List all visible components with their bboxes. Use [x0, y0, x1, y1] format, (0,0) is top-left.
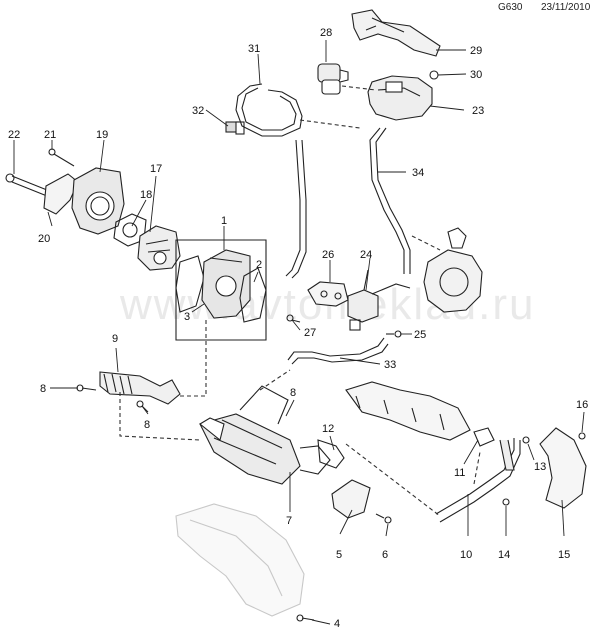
- callout-18: 18: [140, 189, 152, 201]
- exhaust-manifold: [345, 381, 471, 441]
- gasket-3: [175, 255, 205, 313]
- callout-17: 17: [150, 163, 162, 175]
- hose-31: [235, 83, 307, 279]
- callout-23: 23: [472, 105, 484, 117]
- callout-8-right: 8: [290, 387, 296, 399]
- callout-29: 29: [470, 45, 482, 57]
- pipe-10: [435, 438, 521, 523]
- egr-valve-1-box: [175, 239, 267, 341]
- sensor-28: [317, 63, 349, 95]
- callout-32: 32: [192, 105, 204, 117]
- callout-8-left: 8: [40, 383, 46, 395]
- clip-12: [317, 439, 345, 469]
- callout-30: 30: [470, 69, 482, 81]
- diagram-code: G630: [498, 2, 523, 13]
- diagram-date: 23/11/2010: [541, 2, 591, 13]
- bolt-6: [375, 513, 392, 524]
- vacuum-pump: [423, 227, 483, 313]
- callout-31: 31: [248, 43, 260, 55]
- callout-16: 16: [576, 399, 588, 411]
- callout-labels: 1 2 3 4 5 6 7 8 8 8 9 10 11 12 13 14 15 …: [8, 27, 588, 630]
- callout-10: 10: [460, 549, 472, 561]
- hose-34: [369, 127, 411, 274]
- screw-25: [386, 330, 402, 338]
- callout-25: 25: [414, 329, 426, 341]
- callout-13: 13: [534, 461, 546, 473]
- leader-lines: [13, 40, 585, 625]
- bolt-4: [296, 614, 315, 622]
- bracket-15: [539, 427, 587, 509]
- callout-28: 28: [320, 27, 332, 39]
- throttle-body-19: [71, 167, 125, 235]
- nut-30: [429, 70, 439, 80]
- intake-manifold-faded: [175, 503, 305, 617]
- callout-5: 5: [336, 549, 342, 561]
- screw-13: [522, 436, 530, 444]
- callout-33: 33: [384, 359, 396, 371]
- pipe-33: [287, 337, 389, 365]
- screw-14: [502, 498, 510, 506]
- gasket-2: [239, 267, 267, 323]
- callout-20: 20: [38, 233, 50, 245]
- bolt-8-left: [76, 384, 97, 392]
- screw-21: [48, 148, 75, 167]
- callout-21: 21: [44, 129, 56, 141]
- bolt-16: [578, 432, 586, 440]
- callout-27: 27: [304, 327, 316, 339]
- callout-26: 26: [322, 249, 334, 261]
- bracket-26: [307, 281, 349, 307]
- callout-8-mid: 8: [144, 419, 150, 431]
- callout-11: 11: [454, 467, 465, 479]
- vacuum-tank-23: [367, 75, 433, 121]
- callout-2: 2: [256, 259, 262, 271]
- callout-9: 9: [112, 333, 118, 345]
- callout-14: 14: [498, 549, 510, 561]
- callout-19: 19: [96, 129, 108, 141]
- solenoid-24: [347, 269, 411, 331]
- bracket-29: [351, 9, 441, 57]
- dashed-links: [119, 85, 481, 517]
- callout-4: 4: [334, 618, 340, 630]
- heat-shield-5: [331, 479, 371, 519]
- egr-pipe-9: [99, 371, 181, 405]
- bracket-20: [43, 173, 79, 215]
- callout-22: 22: [8, 129, 20, 141]
- callout-1: 1: [221, 215, 227, 227]
- callout-24: 24: [360, 249, 372, 261]
- callout-6: 6: [382, 549, 388, 561]
- egr-cooler-7: [199, 385, 331, 485]
- callout-34: 34: [412, 167, 424, 179]
- callout-7: 7: [286, 515, 292, 527]
- clamp-11: [473, 427, 495, 447]
- screw-27: [286, 314, 301, 323]
- egr-valve-1: [201, 249, 251, 319]
- callout-12: 12: [322, 423, 334, 435]
- callout-3: 3: [184, 311, 190, 323]
- callout-15: 15: [558, 549, 570, 561]
